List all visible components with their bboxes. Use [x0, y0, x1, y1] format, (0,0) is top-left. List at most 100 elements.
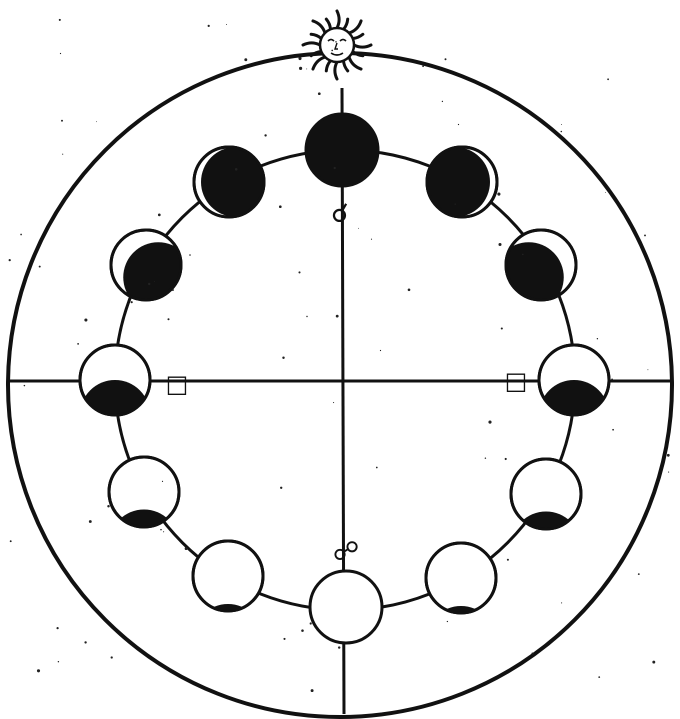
- speck: [311, 689, 314, 692]
- moon-waning-crescent-2-icon: [194, 147, 271, 217]
- sun-ray: [354, 45, 371, 47]
- speck: [380, 350, 381, 351]
- speck: [235, 168, 238, 171]
- speck: [77, 343, 79, 345]
- speck: [172, 289, 174, 291]
- speck: [306, 316, 307, 317]
- speck: [597, 338, 598, 339]
- speck: [131, 301, 133, 303]
- speck: [84, 318, 87, 321]
- quadrature-symbol-right: □: [505, 367, 528, 395]
- speck: [442, 101, 443, 102]
- speck: [167, 318, 169, 320]
- speck: [59, 19, 61, 21]
- speck: [10, 540, 12, 542]
- speck: [458, 124, 459, 125]
- speck: [422, 65, 424, 67]
- speck: [507, 559, 509, 561]
- sun-ray: [344, 19, 348, 29]
- speck: [185, 547, 188, 550]
- speck: [331, 50, 333, 52]
- speck: [598, 676, 600, 678]
- speck: [189, 254, 191, 256]
- speck: [485, 457, 486, 458]
- speck: [667, 454, 670, 457]
- speck: [445, 58, 447, 60]
- speck: [84, 641, 86, 643]
- speck: [148, 283, 150, 285]
- moon-waxing-crescent-1-icon: [420, 147, 497, 217]
- sun-ray: [326, 19, 330, 29]
- speck: [158, 214, 161, 217]
- moon-last-quarter-icon: [80, 345, 150, 450]
- speck: [561, 602, 562, 603]
- speck: [644, 234, 646, 236]
- speck: [498, 243, 501, 246]
- sun-ray: [303, 43, 320, 45]
- speck: [335, 41, 336, 42]
- speck: [280, 487, 282, 489]
- speck: [24, 385, 25, 386]
- speck: [306, 68, 307, 69]
- sun-ray: [326, 61, 330, 71]
- speck: [62, 154, 63, 155]
- moon-waxing-gibbous-2-icon: [426, 543, 496, 676]
- speck: [58, 661, 59, 662]
- speck: [89, 520, 92, 523]
- speck: [605, 192, 606, 193]
- speck: [611, 378, 613, 380]
- speck: [310, 622, 312, 624]
- speck: [338, 646, 340, 648]
- speck: [298, 271, 300, 273]
- speck: [447, 621, 448, 622]
- speck: [39, 266, 41, 268]
- speck: [501, 327, 503, 329]
- speck: [96, 121, 97, 122]
- speck: [208, 25, 210, 27]
- moon-waning-gibbous-2-icon: [109, 457, 179, 580]
- moon-new-icon: [306, 114, 378, 186]
- moon-waning-crescent-1-icon: [111, 230, 193, 312]
- moon-waxing-crescent-2-icon: [494, 230, 576, 312]
- speck: [160, 529, 162, 531]
- sun-ray: [344, 61, 348, 71]
- speck: [334, 167, 336, 169]
- moon-first-quarter-icon: [539, 345, 609, 450]
- speck: [56, 627, 58, 629]
- speck: [531, 653, 533, 655]
- speck: [358, 228, 359, 229]
- speck: [376, 467, 378, 469]
- speck: [283, 638, 285, 640]
- opposition-symbol: ☍: [333, 537, 359, 567]
- sun-ray: [349, 57, 361, 69]
- speck: [560, 131, 562, 133]
- sun-ray: [353, 34, 363, 38]
- speck: [162, 481, 163, 482]
- sun-ray: [349, 21, 361, 33]
- moon-waning-gibbous-1-icon: [193, 541, 263, 674]
- sun-icon: [303, 11, 371, 79]
- speck: [408, 288, 411, 291]
- speck: [20, 234, 22, 236]
- speck: [111, 656, 113, 658]
- speck: [244, 58, 247, 61]
- speck: [318, 92, 321, 95]
- speck: [336, 315, 339, 318]
- speck: [333, 402, 334, 403]
- speck: [371, 239, 372, 240]
- speck: [279, 205, 282, 208]
- speck: [665, 320, 666, 321]
- quadrature-symbol-left: □: [166, 370, 189, 398]
- moon-waxing-gibbous-1-icon: [511, 459, 581, 582]
- speck: [61, 120, 63, 122]
- speck: [226, 24, 227, 25]
- speck: [9, 259, 11, 261]
- speck: [264, 134, 266, 136]
- speck: [455, 204, 456, 205]
- sun-ray: [313, 57, 325, 69]
- speck: [668, 472, 669, 473]
- speck: [299, 67, 302, 70]
- speck: [647, 369, 648, 370]
- speck: [301, 629, 304, 632]
